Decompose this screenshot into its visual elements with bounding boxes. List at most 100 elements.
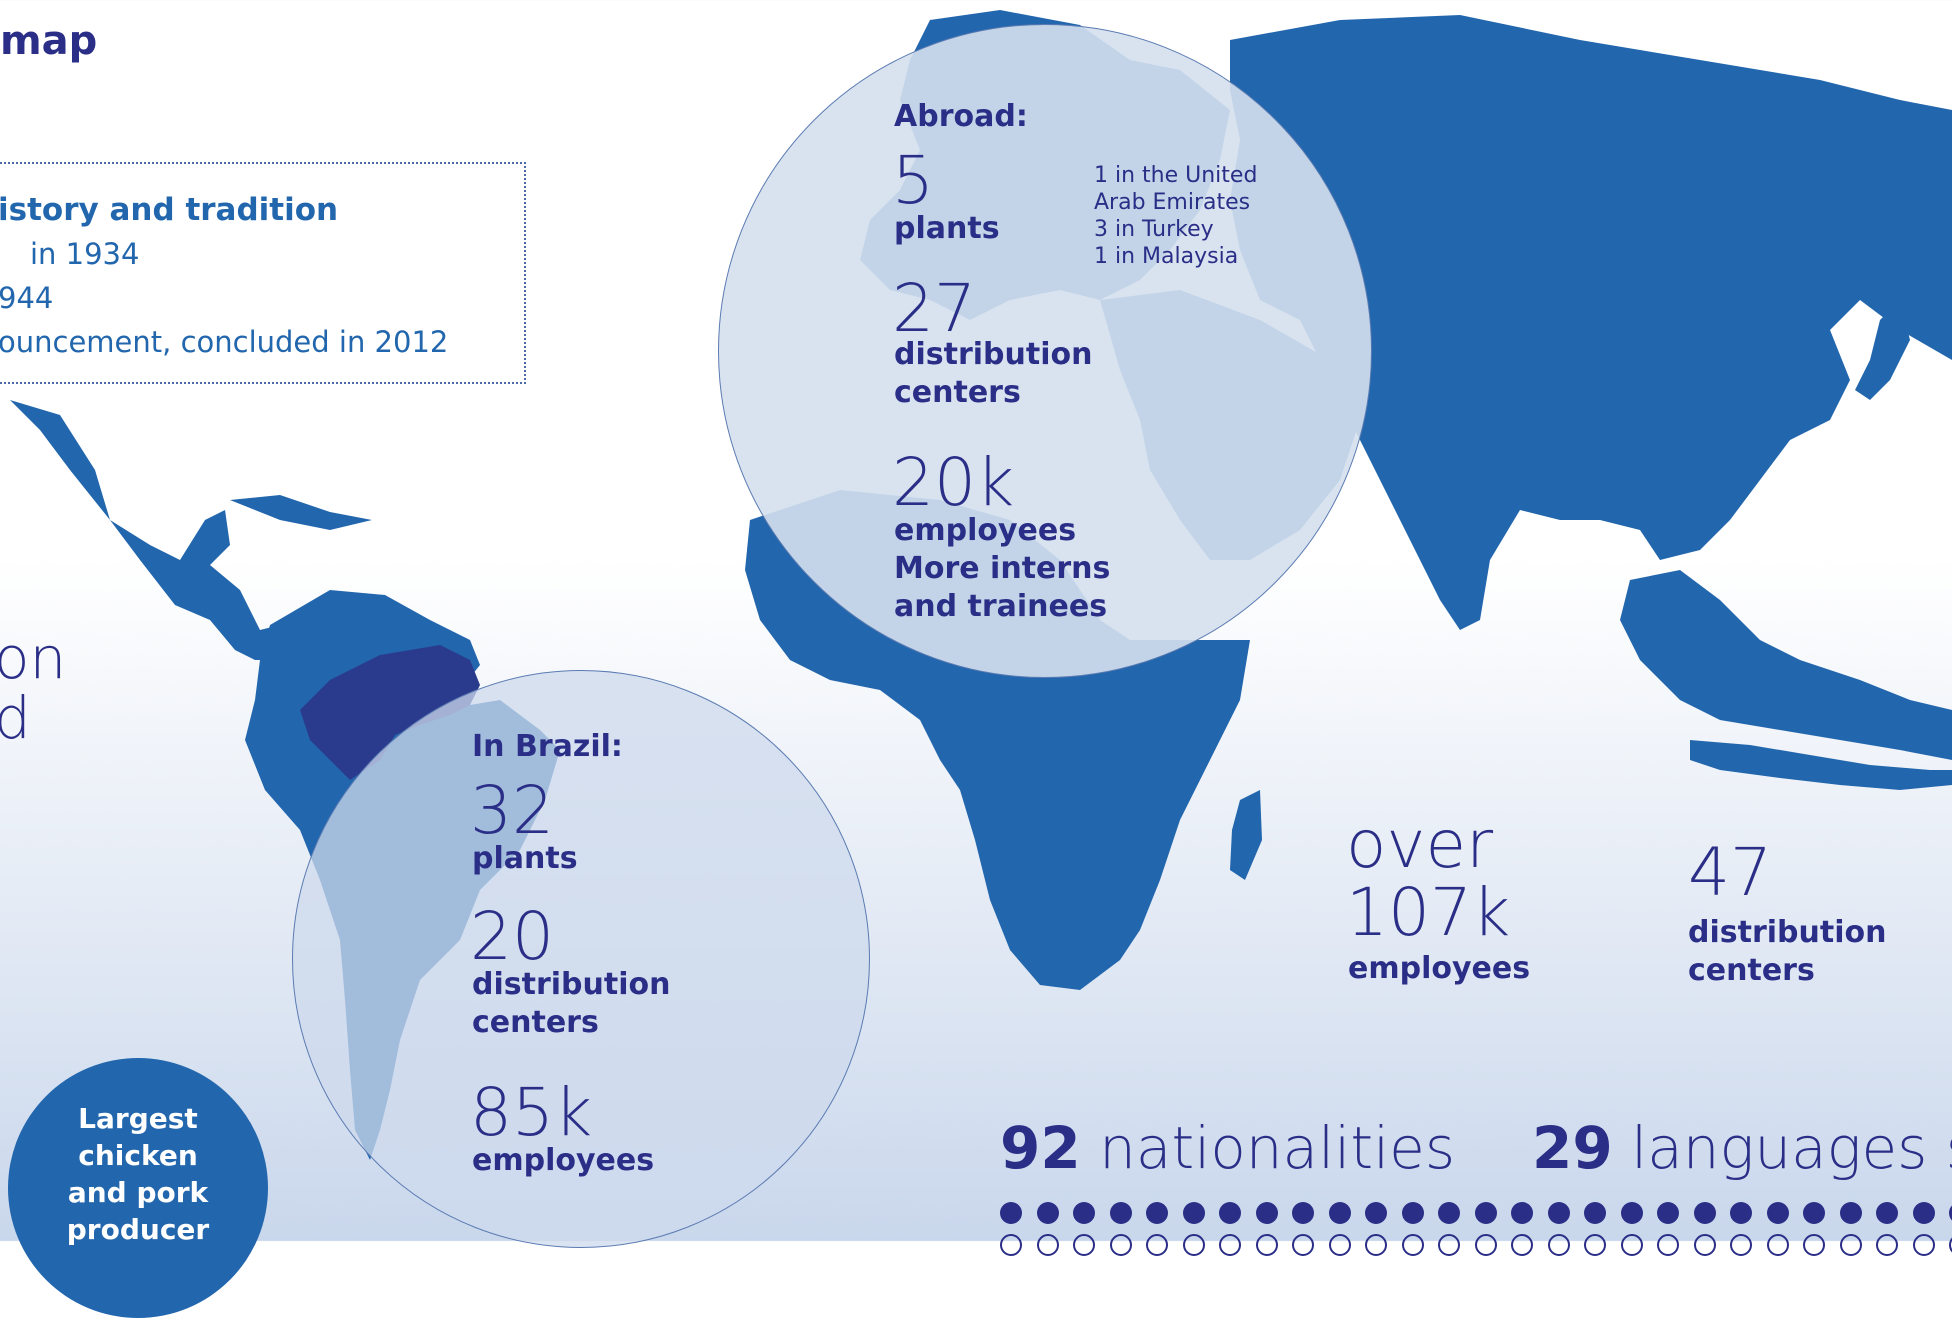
decorative-dot xyxy=(1438,1234,1460,1256)
side-words: on d xyxy=(0,628,66,748)
map-caribbean xyxy=(230,495,372,530)
decorative-dot xyxy=(1401,1202,1424,1224)
side-word: on xyxy=(0,624,67,692)
decorative-dot xyxy=(1839,1202,1862,1224)
decorative-dot xyxy=(1766,1234,1789,1256)
decorative-dot xyxy=(1949,1202,1952,1224)
decorative-dot xyxy=(1803,1234,1825,1256)
decorative-dot xyxy=(1693,1202,1716,1224)
abroad-plants-number: 5 xyxy=(892,142,934,219)
abroad-employees-label: employees xyxy=(894,513,1077,548)
nationalities-label: nationalities xyxy=(1099,1114,1456,1182)
badge-line: producer xyxy=(66,1213,210,1246)
languages-label: languages s xyxy=(1631,1114,1952,1182)
abroad-plants-label: plants xyxy=(894,211,1000,246)
brazil-plants-label: plants xyxy=(472,841,578,876)
decorative-dot xyxy=(1474,1202,1497,1224)
decorative-dot xyxy=(1474,1234,1497,1256)
history-box: istory and tradition in 1934 944 ounceme… xyxy=(0,162,526,384)
decorative-dot xyxy=(1912,1234,1935,1256)
map-indonesia xyxy=(1690,740,1952,790)
brazil-heading: In Brazil: xyxy=(472,729,623,764)
abroad-detail-line: 1 in the United xyxy=(1094,163,1258,188)
abroad-interns-line-1: More interns xyxy=(894,551,1111,586)
languages-number: 29 xyxy=(1531,1114,1613,1182)
page-title: map xyxy=(0,18,98,64)
decorative-dot xyxy=(1219,1202,1241,1224)
abroad-heading: Abroad: xyxy=(894,99,1028,134)
decorative-dot xyxy=(1255,1234,1278,1256)
abroad-detail-line: 1 in Malaysia xyxy=(1094,244,1239,269)
decorative-dot xyxy=(1438,1202,1460,1224)
dots-row-filled xyxy=(1000,1202,1952,1228)
brazil-plants-number: 32 xyxy=(470,772,554,849)
side-word: d xyxy=(0,684,31,752)
decorative-dot xyxy=(1511,1234,1533,1256)
decorative-dot xyxy=(1912,1202,1935,1224)
decorative-dot xyxy=(1693,1234,1716,1256)
global-over-word: over xyxy=(1346,806,1494,883)
decorative-dot xyxy=(1036,1202,1059,1224)
map-southeast-asia xyxy=(1620,570,1952,760)
decorative-dot xyxy=(1620,1202,1643,1224)
abroad-detail-line: Arab Emirates xyxy=(1094,190,1251,215)
decorative-dot xyxy=(1073,1202,1095,1224)
decorative-dot xyxy=(1584,1234,1606,1256)
global-dc-label-2: centers xyxy=(1688,953,1815,988)
decorative-dot xyxy=(1109,1234,1132,1256)
decorative-dot xyxy=(1328,1202,1351,1224)
abroad-interns-line-2: and trainees xyxy=(894,589,1108,624)
history-line-2: 944 xyxy=(0,281,54,315)
map-brazil xyxy=(300,645,480,780)
global-employees-label: employees xyxy=(1348,951,1531,986)
decorative-dot xyxy=(1146,1202,1168,1224)
decorative-dot xyxy=(1109,1202,1132,1224)
decorative-dot xyxy=(1000,1202,1022,1224)
decorative-dot xyxy=(1730,1202,1752,1224)
decorative-dot xyxy=(1146,1234,1168,1256)
decorative-dot xyxy=(1219,1234,1241,1256)
decorative-dot xyxy=(1547,1202,1570,1224)
history-heading: istory and tradition xyxy=(0,192,339,228)
abroad-dc-label-2: centers xyxy=(894,375,1021,410)
abroad-dc-label-1: distribution xyxy=(894,337,1093,372)
global-dc-label-1: distribution xyxy=(1688,915,1887,950)
decorative-dot xyxy=(1365,1202,1387,1224)
decorative-dot xyxy=(1730,1234,1752,1256)
decorative-dot xyxy=(1182,1202,1205,1224)
brazil-circle xyxy=(292,670,870,1248)
decorative-dot xyxy=(1401,1234,1424,1256)
decorative-dot xyxy=(1657,1202,1679,1224)
largest-producer-badge: Largest chicken and pork producer xyxy=(8,1058,268,1318)
map-asia xyxy=(1230,15,1952,630)
brazil-dc-label-1: distribution xyxy=(472,967,671,1002)
bottom-stats-line: 92 nationalities 29 languages s xyxy=(1000,1114,1952,1182)
brazil-dc-label-2: centers xyxy=(472,1005,599,1040)
decorative-dot xyxy=(1876,1234,1898,1256)
brazil-dc-number: 20 xyxy=(470,898,554,975)
decorative-dot xyxy=(1657,1234,1679,1256)
decorative-dot xyxy=(1328,1234,1351,1256)
map-madagascar xyxy=(1230,790,1262,880)
decorative-dot xyxy=(1292,1234,1314,1256)
brazil-employees-number: 85k xyxy=(470,1074,593,1151)
decorative-dot xyxy=(1584,1202,1606,1224)
history-line-3: ouncement, concluded in 2012 xyxy=(0,325,449,359)
abroad-employees-number: 20k xyxy=(892,444,1015,521)
abroad-dc-number: 27 xyxy=(892,270,976,347)
dots-row-outline xyxy=(1000,1234,1952,1260)
decorative-dot xyxy=(1255,1202,1278,1224)
decorative-dot xyxy=(1803,1202,1825,1224)
abroad-plants-detail: 1 in the United Arab Emirates 3 in Turke… xyxy=(1094,162,1257,270)
decorative-dot xyxy=(1766,1202,1789,1224)
nationalities-number: 92 xyxy=(1000,1114,1081,1182)
badge-line: Largest xyxy=(78,1102,198,1135)
decorative-dot xyxy=(1547,1234,1570,1256)
decorative-dot xyxy=(1000,1234,1022,1256)
decorative-dot xyxy=(1365,1234,1387,1256)
map-central-america xyxy=(10,400,330,660)
decorative-dot xyxy=(1182,1234,1205,1256)
decorative-dot xyxy=(1511,1202,1533,1224)
brazil-employees-label: employees xyxy=(472,1143,655,1178)
map-japan xyxy=(1855,300,1910,400)
